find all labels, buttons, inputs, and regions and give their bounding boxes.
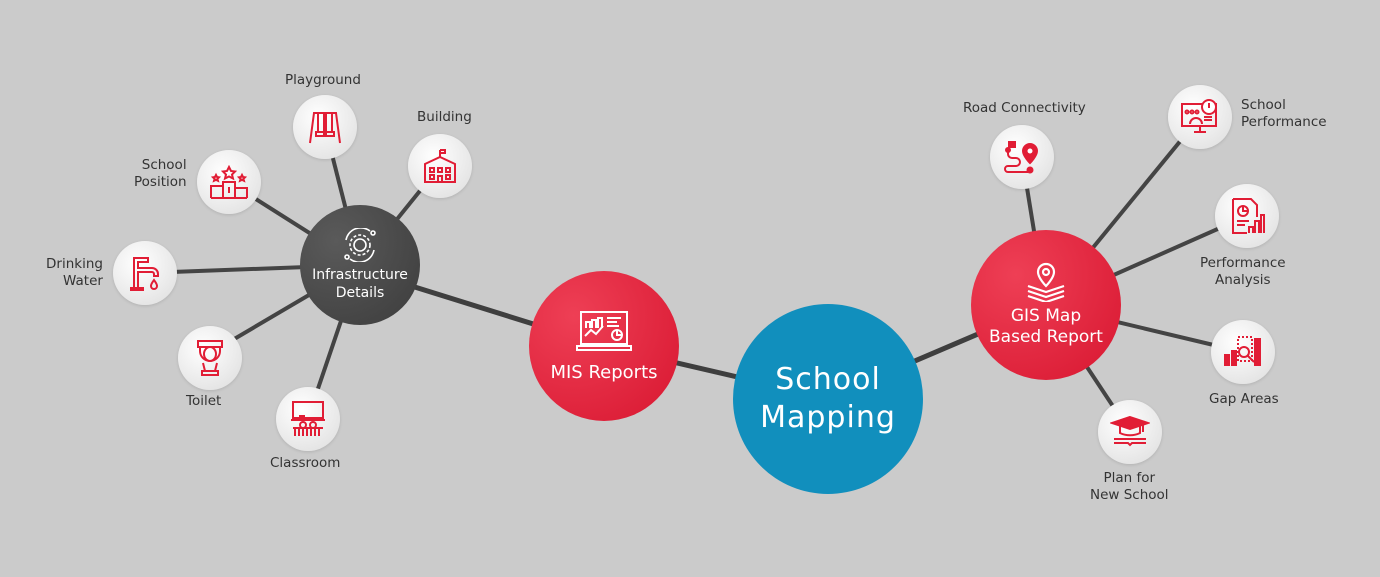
graduation-book-icon	[1110, 415, 1150, 447]
node-building[interactable]	[408, 134, 472, 198]
school-building-icon	[424, 149, 456, 183]
hub-gis-map-report[interactable]: GIS Map Based Report	[971, 230, 1121, 380]
hub-mis-reports[interactable]: MIS Reports	[529, 271, 679, 421]
swing-icon	[309, 112, 341, 144]
hub-infra-line1: Infrastructure	[312, 267, 408, 283]
laptop-analytics-icon	[576, 310, 632, 351]
report-chart-icon	[1232, 198, 1265, 234]
node-school-performance[interactable]	[1168, 85, 1232, 149]
bar-chart-search-icon	[1224, 336, 1261, 366]
node-performance-analysis[interactable]	[1215, 184, 1279, 248]
core-node-school-mapping[interactable]: School Mapping	[733, 304, 923, 494]
route-pin-icon	[1004, 141, 1039, 174]
node-drinking-water[interactable]	[113, 241, 177, 305]
label-road-connectivity: Road Connectivity	[963, 100, 1086, 116]
hub-infrastructure-details[interactable]: Infrastructure Details	[300, 205, 420, 325]
node-plan-new-school[interactable]	[1098, 400, 1162, 464]
core-title-line2: Mapping	[760, 400, 896, 435]
label-building: Building	[417, 109, 472, 125]
hub-infra-line2: Details	[335, 285, 385, 301]
toilet-icon	[197, 340, 223, 376]
podium-stars-icon	[210, 165, 248, 199]
node-playground[interactable]	[293, 95, 357, 159]
label-toilet: Toilet	[186, 393, 222, 409]
monitor-gauge-icon	[1181, 99, 1217, 133]
label-classroom: Classroom	[270, 455, 341, 471]
node-school-position[interactable]	[197, 150, 261, 214]
node-gap-areas[interactable]	[1211, 320, 1275, 384]
core-title-line1: School	[775, 362, 881, 397]
hub-gis-line2: Based Report	[989, 327, 1103, 347]
map-pin-layers-icon	[1027, 262, 1065, 302]
node-classroom[interactable]	[276, 387, 340, 451]
node-road-connectivity[interactable]	[990, 125, 1054, 189]
hub-mis-label: MIS Reports	[550, 361, 658, 383]
label-playground: Playground	[285, 72, 361, 88]
node-toilet[interactable]	[178, 326, 242, 390]
label-gap-areas: Gap Areas	[1209, 391, 1279, 407]
classroom-icon	[291, 401, 325, 436]
faucet-icon	[130, 257, 159, 291]
hub-gis-line1: GIS Map	[1010, 306, 1082, 326]
gear-cycle-icon	[344, 228, 376, 262]
